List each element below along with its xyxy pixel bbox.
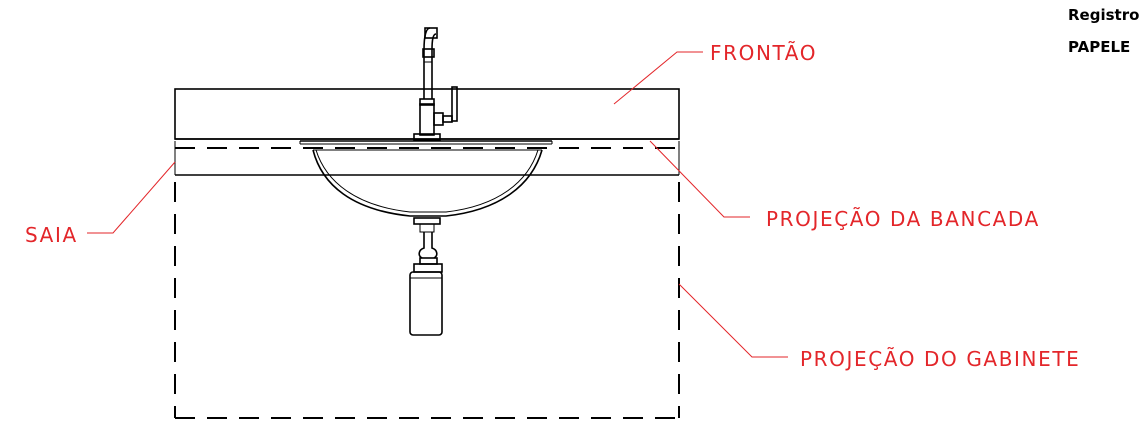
saia-leader	[87, 161, 176, 234]
faucet	[413, 27, 458, 141]
label-saia: SAIA	[25, 223, 78, 247]
note-registro: Registro	[1068, 6, 1139, 24]
label-projecao-gabinete: PROJEÇÃO DO GABINETE	[800, 347, 1080, 371]
backsplash-outline	[174, 88, 680, 140]
note-papele: PAPELE	[1068, 38, 1130, 56]
bottle-trap	[409, 263, 443, 336]
projecao-bancada-leader	[649, 140, 750, 218]
projecao-gabinete-leader	[678, 283, 788, 358]
label-frontao: FRONTÃO	[710, 41, 817, 65]
siphon	[413, 217, 441, 265]
frontao-leader	[613, 51, 703, 105]
sink-basin	[299, 140, 553, 217]
label-projecao-bancada: PROJEÇÃO DA BANCADA	[766, 207, 1040, 231]
